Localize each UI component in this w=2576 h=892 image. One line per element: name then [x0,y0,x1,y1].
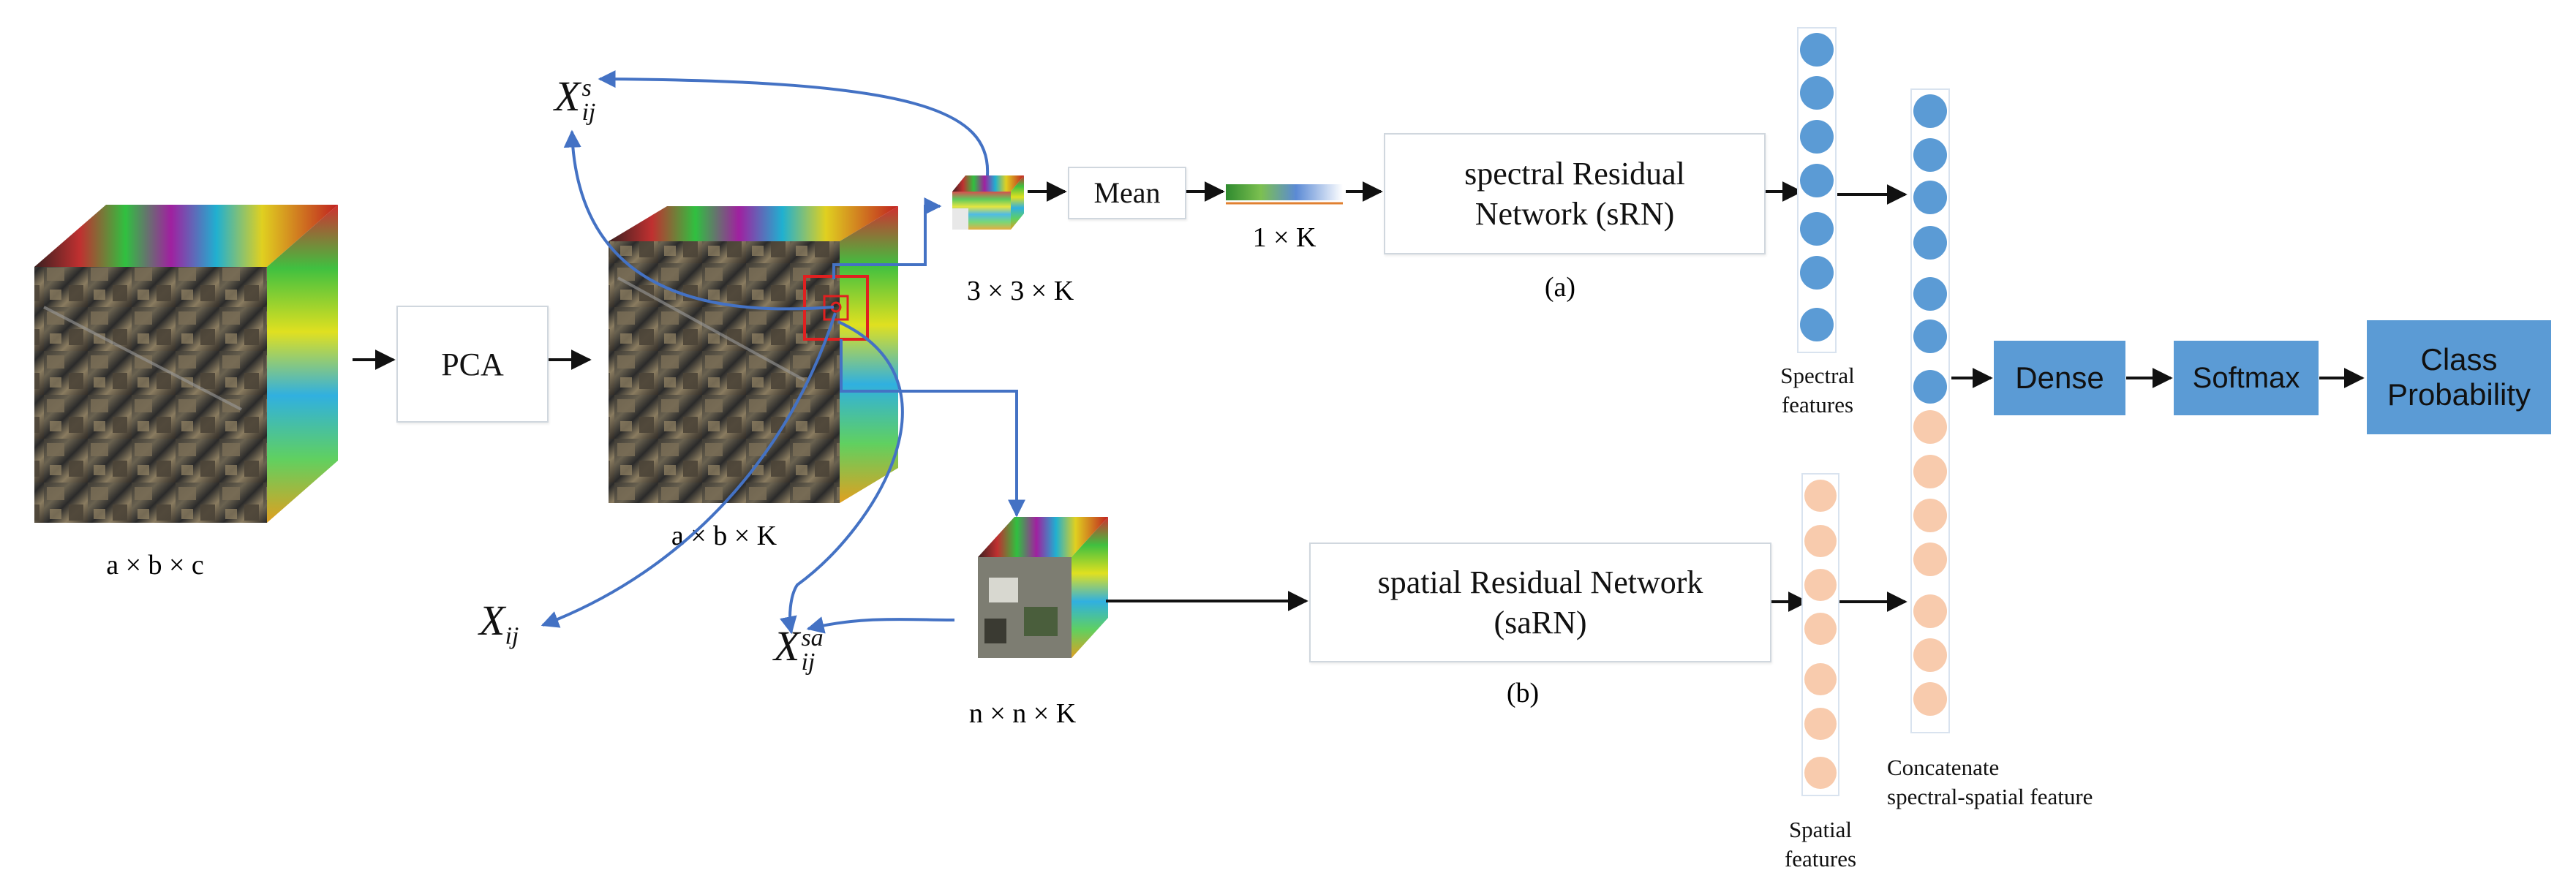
spatial-node [1804,480,1837,512]
arrow-patch-to-small-cube [832,197,942,279]
arrow-spatial-cube-to-xsa [806,616,955,634]
spectral-node [1800,33,1834,67]
sarn-box: spatial Residual Network (saRN) [1309,543,1771,662]
spectral-node [1800,256,1834,290]
dense-label: Dense [2015,360,2104,395]
spatial-patch-cube [978,517,1108,658]
spectral-patch-cube [952,175,1024,230]
spectral-patch-label: 3 × 3 × K [967,276,1074,306]
softmax-box: Softmax [2174,341,2319,415]
spatial-feature-column [1801,473,1839,796]
concat-spectral-node [1913,370,1947,404]
spectral-node [1800,212,1834,246]
concat-spatial-node [1913,638,1947,672]
x-center-symbol: Xij [479,596,519,651]
x-spatial-sup: sa [801,624,824,652]
sarn-label-line1: spatial Residual Network [1377,564,1703,600]
spatial-node [1804,663,1837,695]
x-center-base: X [479,597,505,644]
concat-line1: Concatenate [1887,755,2000,780]
concat-spatial-node [1913,594,1947,628]
pca-box: PCA [396,306,549,423]
srn-label-line2: Network (sRN) [1475,196,1675,232]
srn-label-line1: spectral Residual [1464,156,1685,192]
x-spectral-base: X [554,72,581,120]
pca-cube-label: a × b × K [671,521,777,551]
spatial-node [1804,708,1837,740]
concat-spatial-node [1913,682,1947,716]
srn-box: spectral Residual Network (sRN) [1384,133,1766,254]
concat-caption: Concatenate spectral-spatial feature [1887,753,2093,812]
softmax-label: Softmax [2192,362,2300,394]
arrow-center-to-xij [541,312,837,628]
spatial-features-line1: Spatial [1788,817,1853,842]
concat-spectral-node [1913,277,1947,311]
spatial-node [1804,569,1837,601]
mean-box: Mean [1068,167,1186,219]
x-spatial-sub: ij [801,648,816,676]
concat-spatial-node [1913,499,1947,532]
x-center-sub: ij [505,622,519,650]
spectral-node [1800,76,1834,110]
spectral-node [1800,120,1834,154]
spectral-features-line1: Spectral [1780,363,1855,388]
spectral-node [1800,308,1834,341]
concat-line2: spectral-spatial feature [1887,784,2093,810]
spatial-node [1804,525,1837,557]
srn-tag: (a) [1545,272,1575,303]
class-prob-line2: Probability [2387,377,2531,412]
pca-cube [609,206,898,503]
arrow-patch-to-spatial-cube [840,339,1025,518]
arrow-center-to-xsa [780,320,904,635]
spatial-patch-label: n × n × K [969,698,1077,729]
concat-spectral-node [1913,94,1947,128]
x-spatial-base: X [774,622,800,670]
pca-label: PCA [441,346,504,382]
sarn-label-line2: (saRN) [1494,605,1587,640]
mean-vector [1226,184,1343,205]
dense-box: Dense [1994,341,2125,415]
input-cube [34,205,338,523]
concat-spectral-node [1913,226,1947,260]
concat-spectral-node [1913,138,1947,172]
concat-spatial-node [1913,410,1947,444]
spatial-node [1804,757,1837,789]
spatial-features-line2: features [1784,846,1857,872]
sarn-tag: (b) [1507,678,1539,708]
spatial-features-caption: Spatial features [1758,815,1883,874]
x-spectral-sup: s [581,75,592,102]
input-cube-label: a × b × c [106,550,204,581]
concat-spectral-node [1913,320,1947,353]
x-spectral-sub: ij [581,98,596,126]
mean-label: Mean [1093,176,1161,209]
class-probability-box: Class Probability [2367,320,2551,434]
class-prob-line1: Class [2420,341,2498,377]
arrow-center-to-xs [563,129,835,311]
spectral-features-line2: features [1781,392,1854,418]
arrow-small-cube-to-xs [598,70,990,176]
vector-label: 1 × K [1253,222,1317,253]
spectral-features-caption: Spectral features [1755,361,1880,420]
spatial-node [1804,613,1837,645]
concat-spatial-node [1913,455,1947,488]
spectral-feature-column [1797,27,1837,353]
blue-arrows [541,70,1025,635]
spectral-node [1800,164,1834,197]
concat-feature-column [1910,88,1950,733]
concat-spectral-node [1913,181,1947,214]
concat-spatial-node [1913,543,1947,576]
